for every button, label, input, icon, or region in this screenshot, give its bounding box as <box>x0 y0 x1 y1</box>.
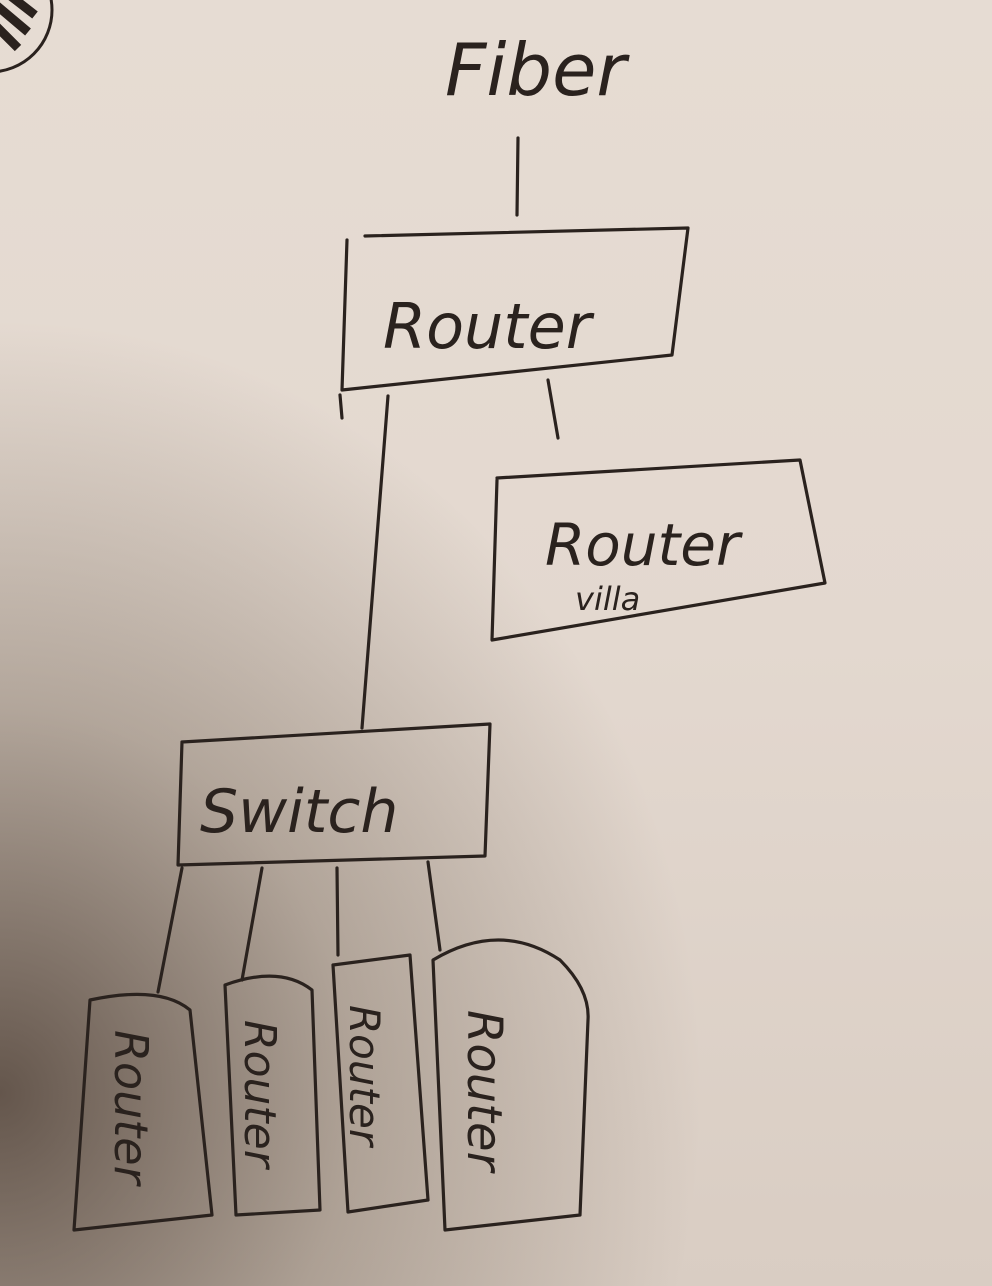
fiber-label: Fiber <box>445 28 630 112</box>
sub-router-4: Router <box>431 938 590 1232</box>
villa-label: villa <box>575 580 640 618</box>
switch-link-2 <box>240 866 264 982</box>
villa-router-node: Router villa <box>490 458 827 642</box>
sub-router-label: Router <box>456 1010 512 1174</box>
sub-router-3: Router <box>331 953 430 1214</box>
fiber-link <box>515 136 520 217</box>
main-router-node: Router <box>338 226 690 420</box>
switch-label: Switch <box>200 777 398 847</box>
sub-router-1: Router <box>72 992 214 1232</box>
sub-router-2: Router <box>223 974 322 1217</box>
switch-link-1 <box>156 866 184 994</box>
router-switch-link <box>360 394 390 730</box>
router-villa-link <box>546 378 560 440</box>
main-router-label: Router <box>383 290 595 363</box>
switch-link-4 <box>426 860 442 952</box>
sub-router-label: Router <box>104 1030 158 1188</box>
sub-router-label: Router <box>340 1005 389 1149</box>
sub-router-label: Router <box>234 1020 285 1171</box>
switch-node: Switch <box>176 722 492 867</box>
switch-link-3 <box>335 866 340 957</box>
villa-router-label: Router <box>545 511 743 579</box>
swan-ecolabel-logo <box>0 0 54 73</box>
